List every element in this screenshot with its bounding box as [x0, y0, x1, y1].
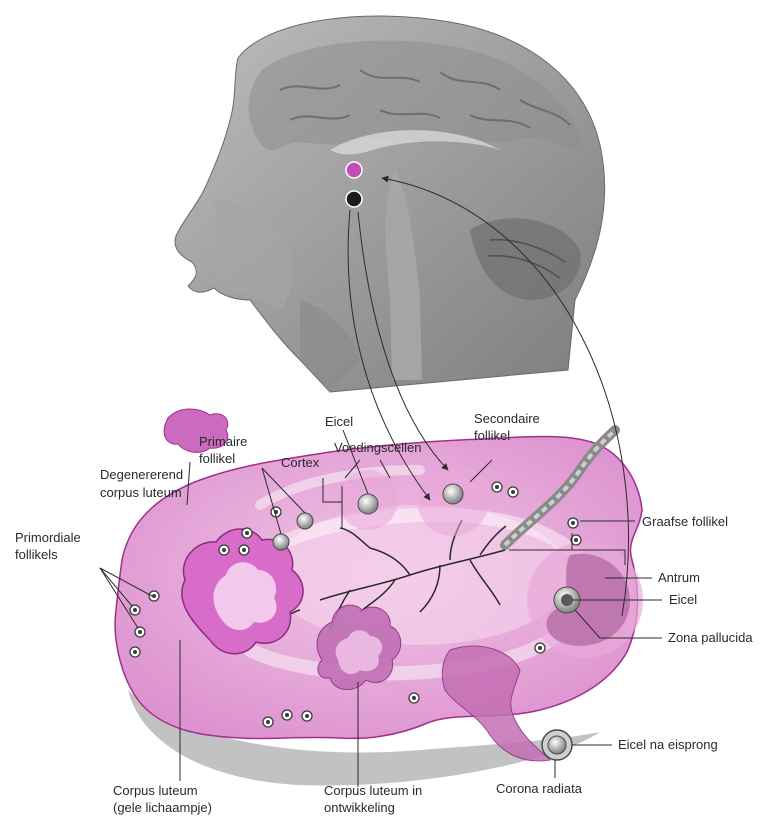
label-corpus-luteum-2: (gele lichaampje) — [113, 800, 212, 815]
label-cortex: Cortex — [281, 455, 320, 470]
label-corona: Corona radiata — [496, 781, 583, 796]
label-eicel-na: Eicel na eisprong — [618, 737, 718, 752]
label-antrum: Antrum — [658, 570, 700, 585]
label-secondaire-2: follikel — [474, 428, 510, 443]
label-primordiale-1: Primordiale — [15, 530, 81, 545]
label-voedingscellen: Voedingscellen — [334, 440, 421, 455]
label-corpus-ontw-1: Corpus luteum in — [324, 783, 422, 798]
label-eicel-top: Eicel — [325, 414, 353, 429]
hypothalamus-marker — [346, 162, 362, 178]
label-primordiale-2: follikels — [15, 547, 58, 562]
label-primaire-2: follikel — [199, 451, 235, 466]
secondary-follicle — [417, 464, 489, 536]
label-degenererend-2: corpus luteum — [100, 485, 182, 500]
label-degenererend-1: Degenererend — [100, 467, 183, 482]
label-graafse: Graafse follikel — [642, 514, 728, 529]
label-eicel-right: Eicel — [669, 592, 697, 607]
label-primaire-1: Primaire — [199, 434, 247, 449]
cortex-follicles — [338, 470, 398, 530]
label-corpus-ontw-2: ontwikkeling — [324, 800, 395, 815]
pituitary-marker — [346, 191, 362, 207]
label-zona: Zona pallucida — [668, 630, 753, 645]
ovary-illustration — [115, 409, 643, 786]
ovulated-egg — [542, 730, 572, 760]
label-corpus-luteum-1: Corpus luteum — [113, 783, 198, 798]
label-secondaire-1: Secondaire — [474, 411, 540, 426]
head-mri-image — [175, 16, 605, 392]
